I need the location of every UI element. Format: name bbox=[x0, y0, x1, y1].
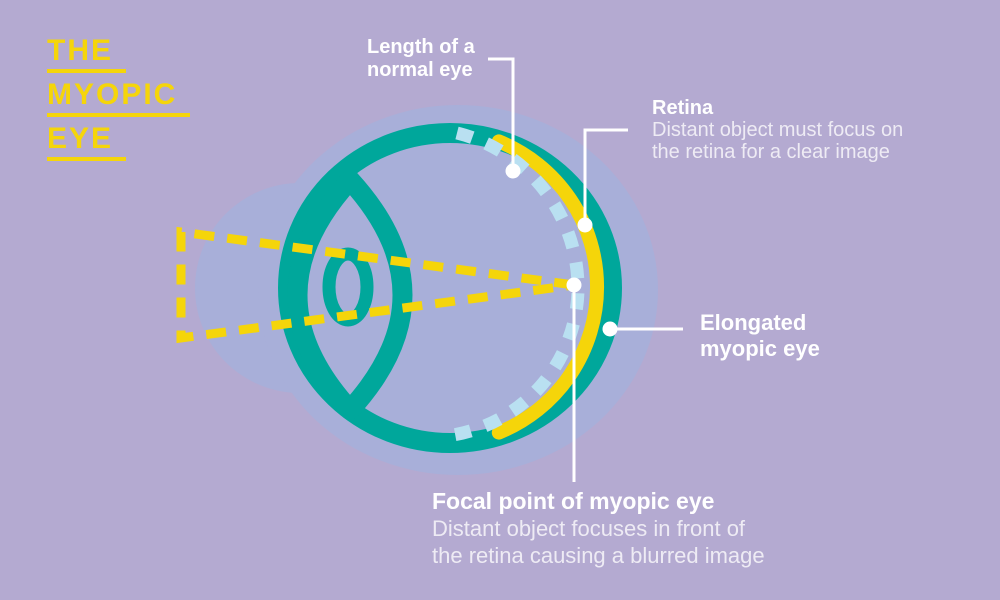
eye-halo bbox=[195, 105, 658, 475]
label-normal-eye-length-line1: Length of a bbox=[367, 36, 475, 58]
label-retina-desc-line1: Distant object must focus on bbox=[652, 119, 904, 141]
normal-eye-length-arc bbox=[445, 126, 585, 443]
retina-arc bbox=[491, 134, 605, 440]
elongated-eye-marker-dot bbox=[602, 321, 618, 337]
title-line-2: MYOPIC bbox=[47, 80, 191, 117]
focal-point-marker-dot bbox=[566, 277, 582, 293]
label-elongated-eye-line2: myopic eye bbox=[700, 336, 820, 361]
retina-connector bbox=[583, 128, 628, 225]
label-focal-point: Focal point of myopic eye Distant object… bbox=[432, 487, 765, 569]
title-line-3: EYE bbox=[47, 124, 127, 161]
retina-marker-dot bbox=[577, 217, 593, 233]
label-elongated-eye: Elongated myopic eye bbox=[700, 310, 820, 362]
label-normal-eye-length-line2: normal eye bbox=[367, 59, 473, 81]
label-focal-point-title: Focal point of myopic eye bbox=[432, 488, 715, 514]
label-retina-title: Retina bbox=[652, 97, 714, 119]
label-normal-eye-length: Length of a normal eye bbox=[367, 36, 475, 82]
light-ray-beam bbox=[176, 226, 575, 344]
title-line-1: THE bbox=[47, 36, 126, 73]
normal-length-connector bbox=[488, 57, 515, 171]
callout-connectors bbox=[488, 57, 683, 482]
page-title: THE MYOPIC EYE bbox=[47, 36, 191, 168]
label-retina: Retina Distant object must focus on the … bbox=[652, 97, 903, 163]
normal-length-marker-dot bbox=[505, 163, 521, 179]
label-elongated-eye-line1: Elongated bbox=[700, 310, 807, 335]
label-focal-point-desc-line2: the retina causing a blurred image bbox=[432, 543, 765, 568]
label-retina-desc-line2: the retina for a clear image bbox=[652, 141, 890, 163]
label-focal-point-desc-line1: Distant object focuses in front of bbox=[432, 516, 746, 541]
callout-markers bbox=[505, 163, 618, 337]
